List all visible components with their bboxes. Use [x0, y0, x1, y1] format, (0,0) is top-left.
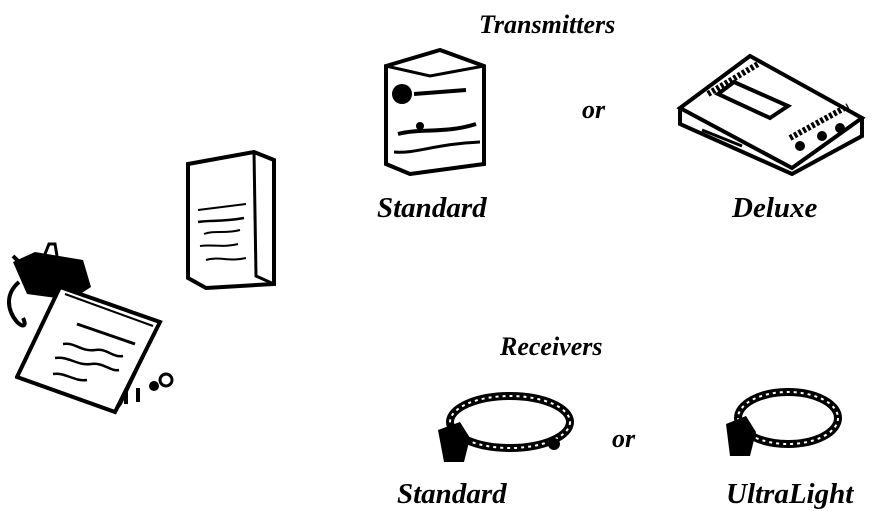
video-box-illustration — [186, 150, 276, 290]
charger-adapter-illustration — [7, 242, 91, 328]
standard-receiver-illustration — [438, 392, 574, 462]
screws-illustration — [124, 372, 174, 404]
receivers-heading: Receivers — [500, 332, 603, 361]
ultralight-receiver-illustration — [726, 388, 842, 456]
ultralight-receiver-label: UltraLight — [726, 478, 854, 510]
deluxe-transmitter-label: Deluxe — [732, 192, 818, 224]
receivers-or-connector: or — [612, 424, 636, 453]
transmitters-heading: Transmitters — [479, 10, 616, 39]
standard-receiver-label: Standard — [397, 478, 507, 510]
deluxe-transmitter-illustration — [676, 53, 866, 176]
transmitters-or-connector: or — [582, 95, 606, 124]
training-manual-illustration — [15, 284, 163, 415]
standard-transmitter-illustration — [384, 47, 486, 176]
standard-transmitter-label: Standard — [377, 192, 487, 224]
